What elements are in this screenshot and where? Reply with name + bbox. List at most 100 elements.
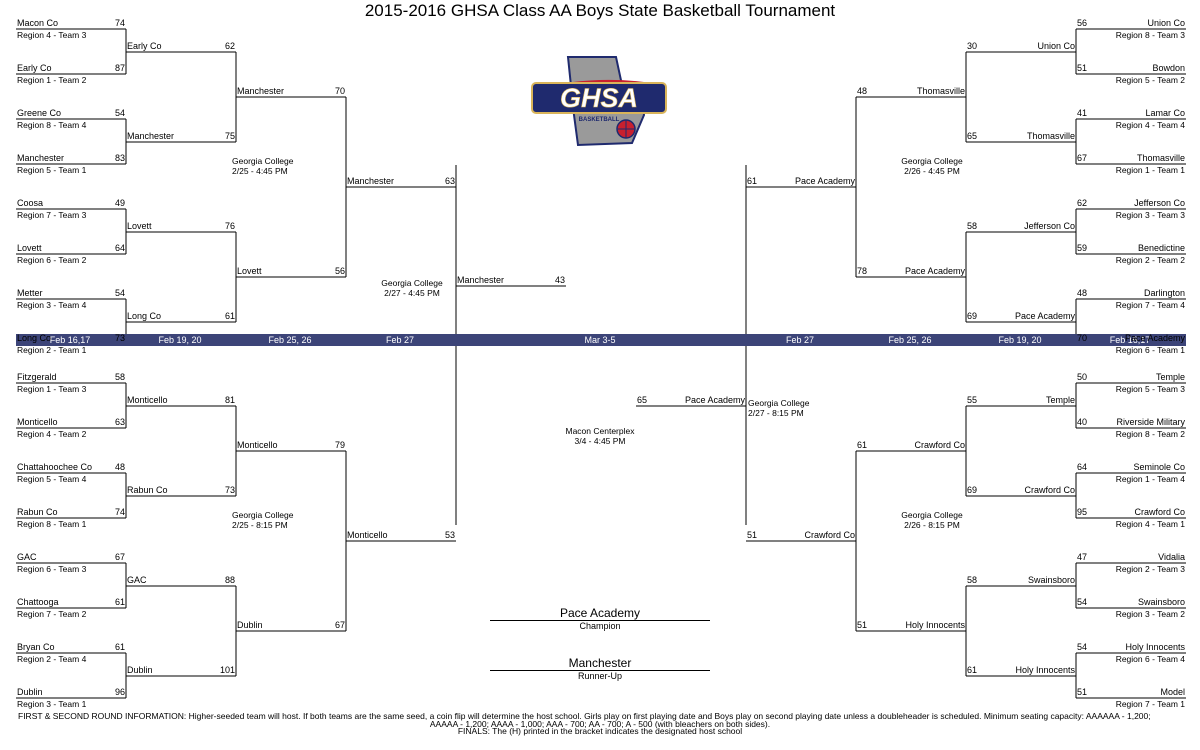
seed-label: Region 6 - Team 2 — [17, 255, 87, 265]
page-title: 2015-2016 GHSA Class AA Boys State Baske… — [364, 1, 836, 20]
team-name: Macon Co — [17, 18, 59, 28]
team-score: 64 — [1077, 462, 1088, 472]
round1-slot: Temple 50 — [1076, 372, 1186, 384]
team-name: Manchester — [17, 153, 65, 163]
seed-label: Region 6 - Team 1 — [1115, 345, 1185, 355]
team-name: Manchester — [237, 86, 285, 96]
team-name: Lamar Co — [1145, 108, 1185, 118]
team-name: Monticello — [17, 417, 58, 427]
seed-label: Region 2 - Team 3 — [1115, 564, 1185, 574]
seed-label: Region 4 - Team 1 — [1115, 519, 1185, 529]
seed-label: Region 2 - Team 2 — [1115, 255, 1185, 265]
team-score: 58 — [967, 221, 978, 231]
team-name: Chattahoochee Co — [17, 462, 93, 472]
team-name: GAC — [17, 552, 37, 562]
seed-label: Region 5 - Team 2 — [1115, 75, 1185, 85]
team-name: GAC — [127, 575, 147, 585]
team-score: 54 — [114, 288, 125, 298]
seed-label: Region 5 - Team 1 — [17, 165, 87, 175]
logo-text: GHSA — [560, 83, 638, 113]
team-name: Dublin — [127, 665, 153, 675]
team-name: Holy Innocents — [1015, 665, 1075, 675]
team-score: 69 — [967, 311, 978, 321]
team-name: Thomasville — [916, 86, 965, 96]
team-name: Lovett — [17, 243, 42, 253]
team-score: 50 — [1077, 372, 1088, 382]
team-score: 62 — [224, 41, 235, 51]
footer-finals-info: FINALS: The (H) printed in the bracket i… — [457, 726, 743, 736]
team-name: Model — [1160, 687, 1185, 697]
runner-up-label: Runner-Up — [490, 670, 710, 681]
team-name: Temple — [1155, 372, 1185, 382]
team-score: 63 — [444, 176, 455, 186]
team-score: 73 — [114, 333, 125, 343]
team-score: 74 — [114, 507, 125, 517]
champion-box: Pace Academy Champion — [490, 607, 710, 631]
team-score: 101 — [219, 665, 235, 675]
team-score: 54 — [1077, 597, 1088, 607]
round-date-label: Feb 16,17 — [49, 335, 91, 345]
team-name: Manchester — [127, 131, 175, 141]
seed-label: Region 3 - Team 3 — [1115, 210, 1185, 220]
seed-label: Region 1 - Team 2 — [17, 75, 87, 85]
team-score: 69 — [967, 485, 978, 495]
team-score: 49 — [114, 198, 125, 208]
team-name: Crawford Co — [804, 530, 855, 540]
team-name: Bryan Co — [17, 642, 55, 652]
team-score: 30 — [967, 41, 978, 51]
team-name: Swainsboro — [1027, 575, 1075, 585]
team-score: 51 — [1077, 63, 1088, 73]
team-score: 56 — [334, 266, 345, 276]
team-score: 54 — [1077, 642, 1088, 652]
round1-slot: Rabun Co 74 — [16, 507, 126, 519]
team-name: Rabun Co — [127, 485, 168, 495]
seed-label: Region 2 - Team 4 — [17, 654, 87, 664]
team-score: 43 — [554, 275, 565, 285]
team-name: Crawford Co — [914, 440, 965, 450]
team-score: 47 — [1077, 552, 1088, 562]
team-name: Pace Academy — [1124, 333, 1185, 343]
team-name: Pace Academy — [904, 266, 965, 276]
logo-subtext: BASKETBALL — [579, 117, 620, 123]
team-score: 54 — [114, 108, 125, 118]
team-name: Jefferson Co — [1024, 221, 1075, 231]
team-score: 62 — [1077, 198, 1088, 208]
team-score: 74 — [114, 18, 125, 28]
team-name: Jefferson Co — [1134, 198, 1185, 208]
team-name: Early Co — [17, 63, 52, 73]
team-score: 61 — [747, 176, 758, 186]
seed-label: Region 1 - Team 1 — [1115, 165, 1185, 175]
team-name: Manchester — [457, 275, 505, 285]
round1-slot: Macon Co 74 — [16, 18, 126, 30]
round-date-label: Feb 25, 26 — [888, 335, 932, 345]
team-name: Lovett — [127, 221, 152, 231]
team-name: Temple — [1045, 395, 1075, 405]
team-name: Rabun Co — [17, 507, 58, 517]
team-name: Coosa — [17, 198, 44, 208]
team-name: Greene Co — [17, 108, 62, 118]
